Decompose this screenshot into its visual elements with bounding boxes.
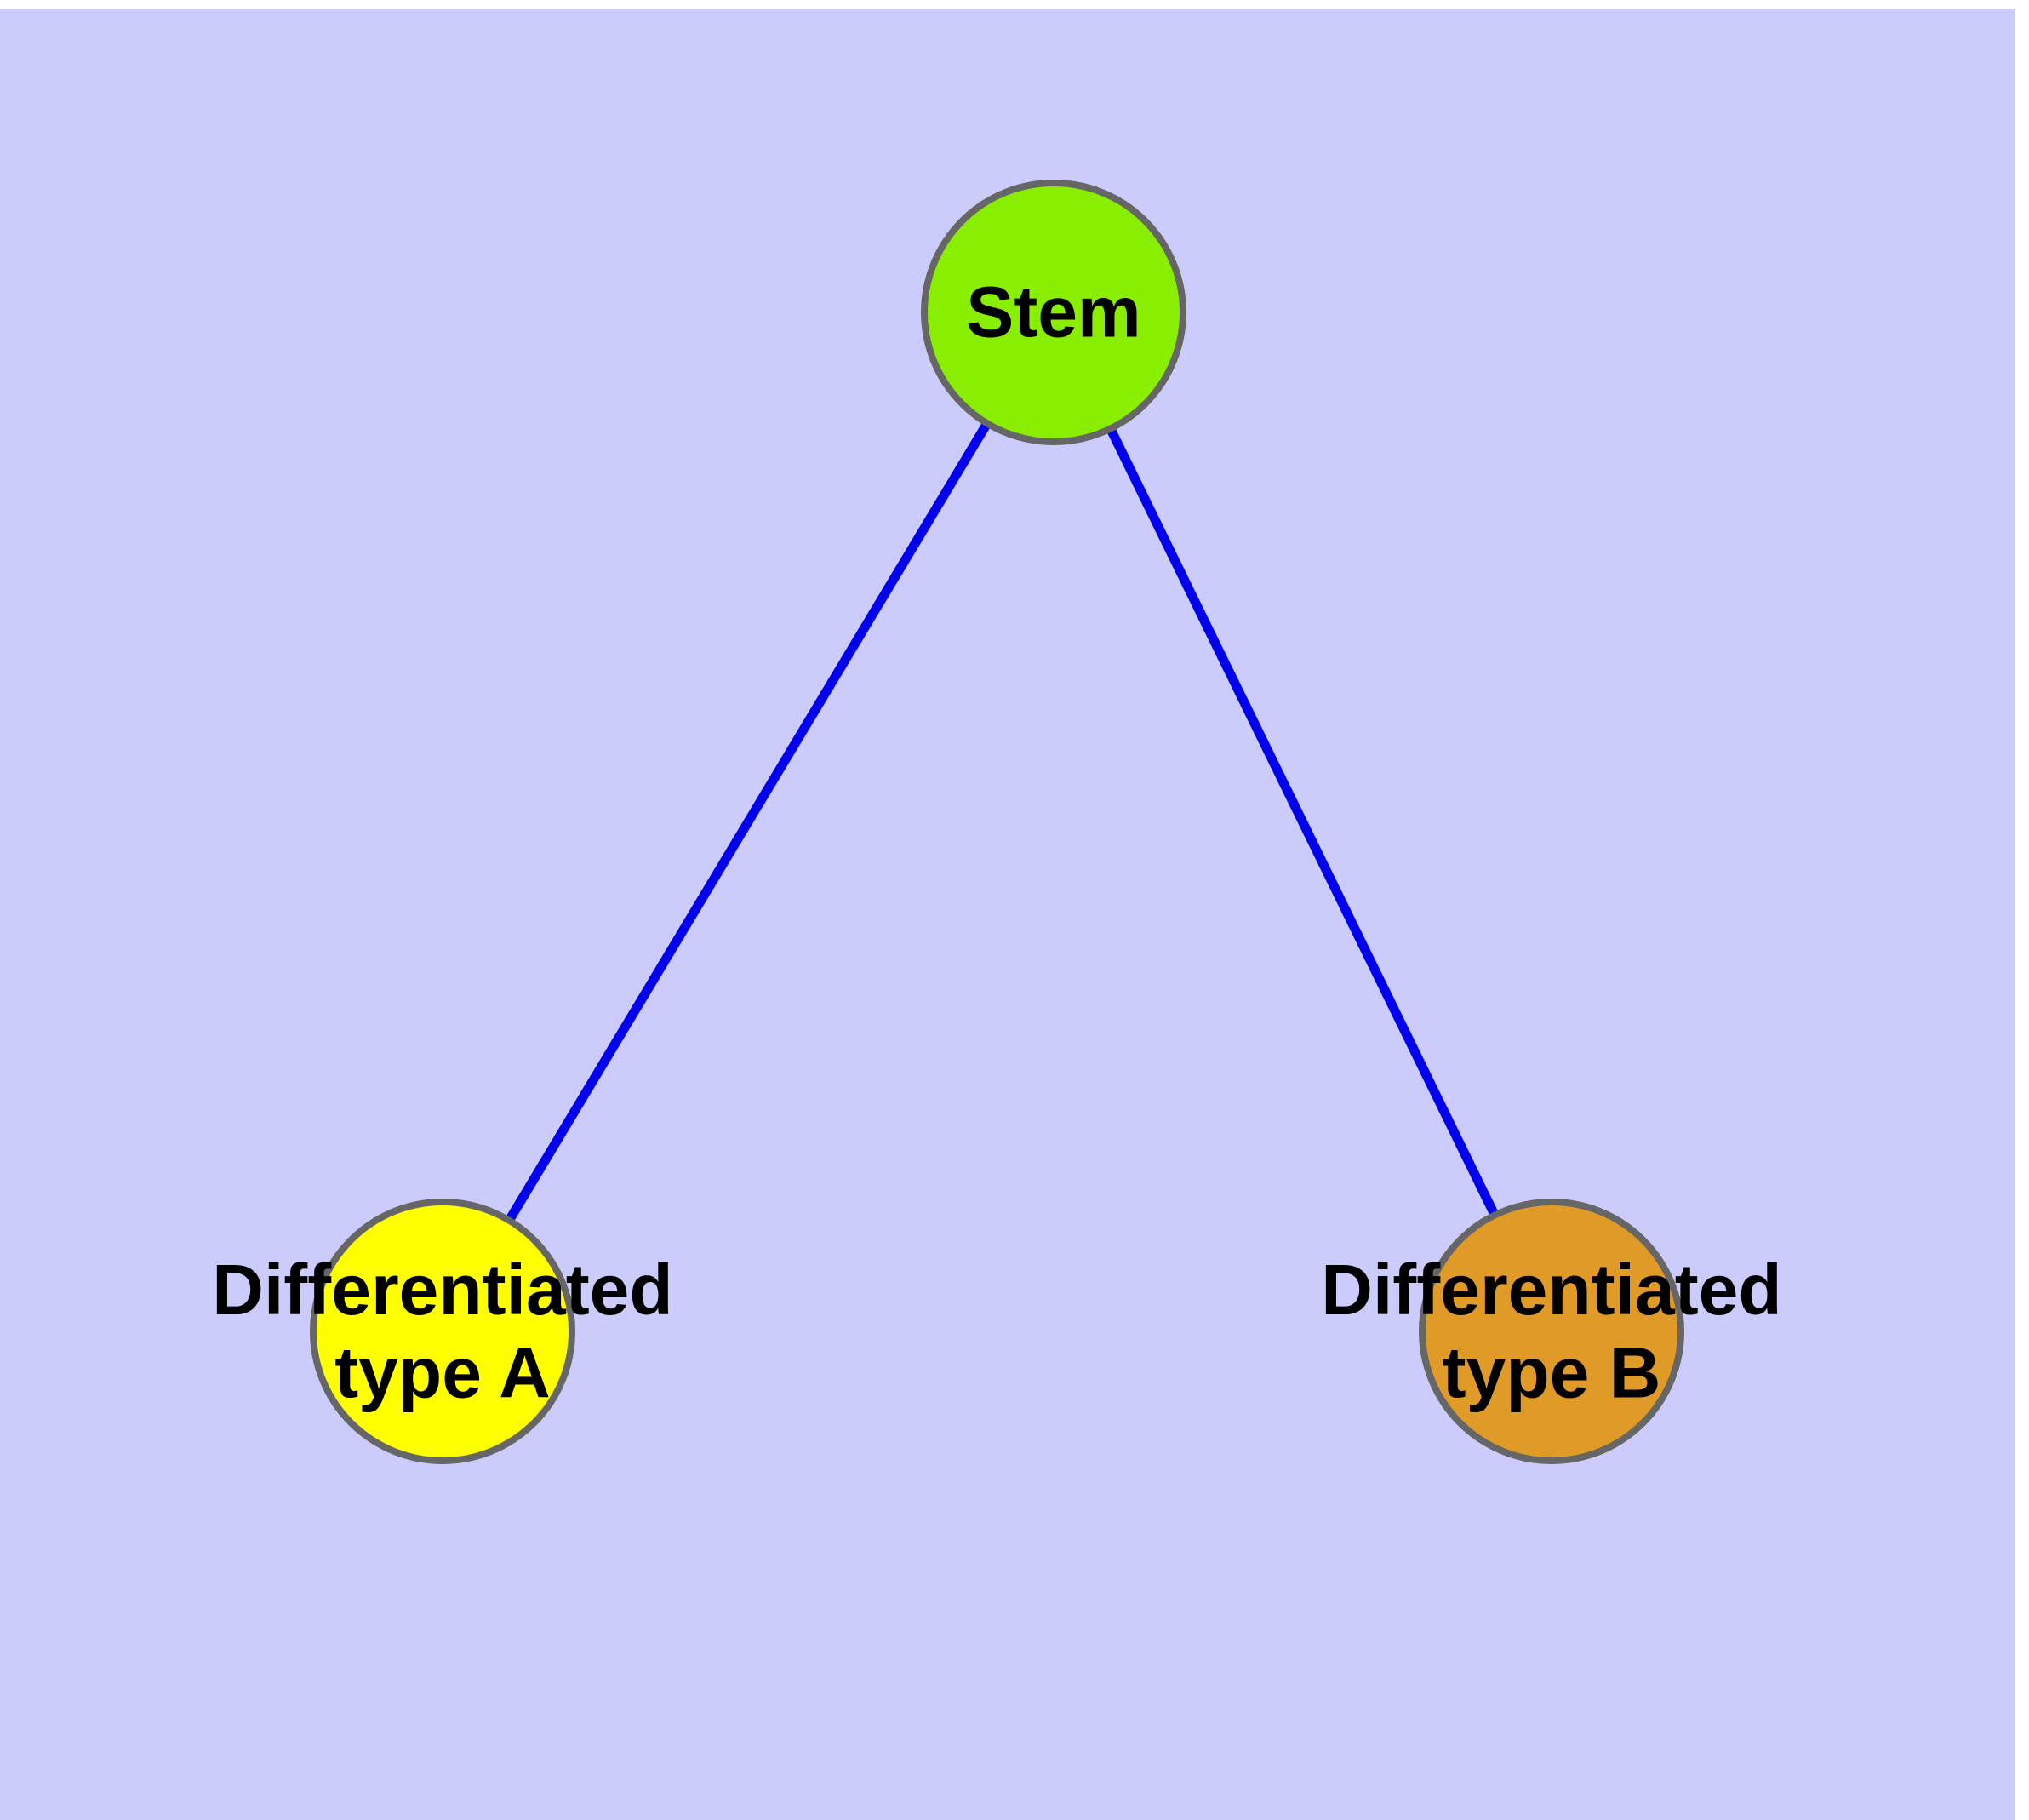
- node-label-line: Differentiated: [1321, 1250, 1781, 1330]
- graph-node-stem[interactable]: Stem: [921, 180, 1186, 445]
- node-circle-diff_b[interactable]: [1419, 1199, 1684, 1464]
- edges-group: [504, 419, 1500, 1225]
- node-circle-diff_a[interactable]: [310, 1199, 575, 1464]
- node-label-line: type A: [334, 1332, 551, 1412]
- edge-stem-diff-a: [504, 419, 992, 1225]
- node-label-line: type B: [1443, 1332, 1661, 1412]
- edge-stem-diff-b: [1105, 425, 1500, 1219]
- node-label-line: Stem: [966, 272, 1140, 352]
- node-circle-stem[interactable]: [921, 180, 1186, 445]
- node-label-stem: Stem: [966, 272, 1140, 352]
- node-label-line: Differentiated: [212, 1250, 672, 1330]
